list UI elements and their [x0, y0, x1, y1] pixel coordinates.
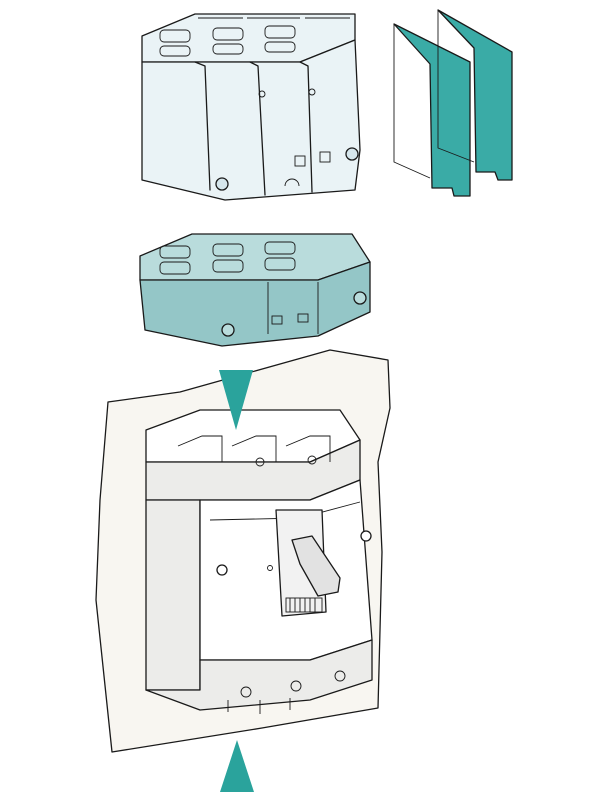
- rating-plate: [285, 597, 323, 613]
- circuit-breaker: [145, 409, 373, 714]
- phase-barriers: [393, 9, 513, 197]
- long-terminal-cover: [141, 13, 361, 201]
- triangle-up-arrow-icon: [220, 740, 254, 792]
- triangle-down-arrow-icon: [219, 370, 253, 430]
- phase-barrier-rear: [437, 9, 513, 181]
- phase-barrier-front: [393, 23, 471, 197]
- short-terminal-shield: [139, 233, 371, 347]
